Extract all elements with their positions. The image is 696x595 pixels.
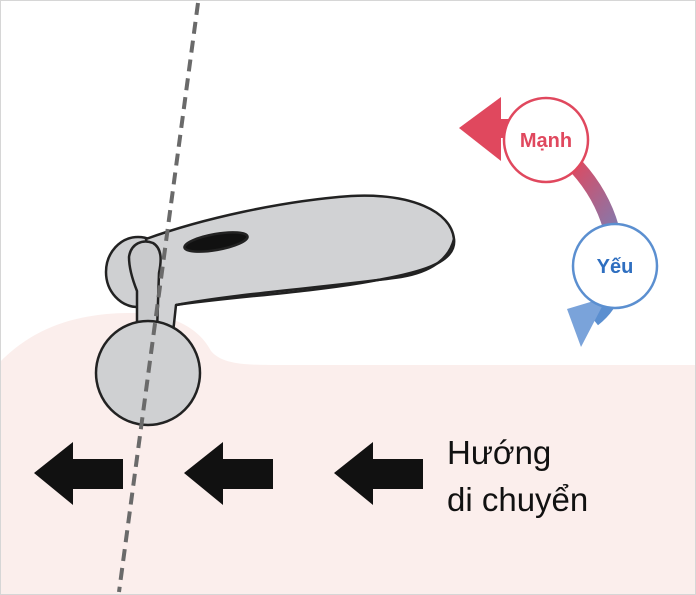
movement-arrow-2 <box>184 442 273 505</box>
movement-label-line1: Hướng <box>447 434 552 471</box>
movement-label-line2: di chuyển <box>447 481 589 518</box>
axis-dashed-line <box>117 2 200 593</box>
roller-neck <box>127 240 162 333</box>
weak-arrowhead <box>567 297 607 347</box>
weak-label: Yếu <box>597 256 634 278</box>
movement-direction-label: Hướng di chuyển <box>447 429 588 523</box>
roller-device <box>94 194 456 427</box>
movement-arrow-3 <box>334 442 423 505</box>
weak-label-circle <box>571 222 659 310</box>
roller-handle <box>144 194 456 335</box>
handle-slot <box>183 231 249 253</box>
roller-ball-front <box>94 319 202 427</box>
handle-underside <box>175 238 456 307</box>
strong-arrowhead <box>459 97 501 161</box>
movement-arrow-1 <box>34 442 123 505</box>
strong-label: Mạnh <box>520 130 572 152</box>
movement-arrows <box>34 442 423 505</box>
strong-label-circle <box>502 96 590 184</box>
